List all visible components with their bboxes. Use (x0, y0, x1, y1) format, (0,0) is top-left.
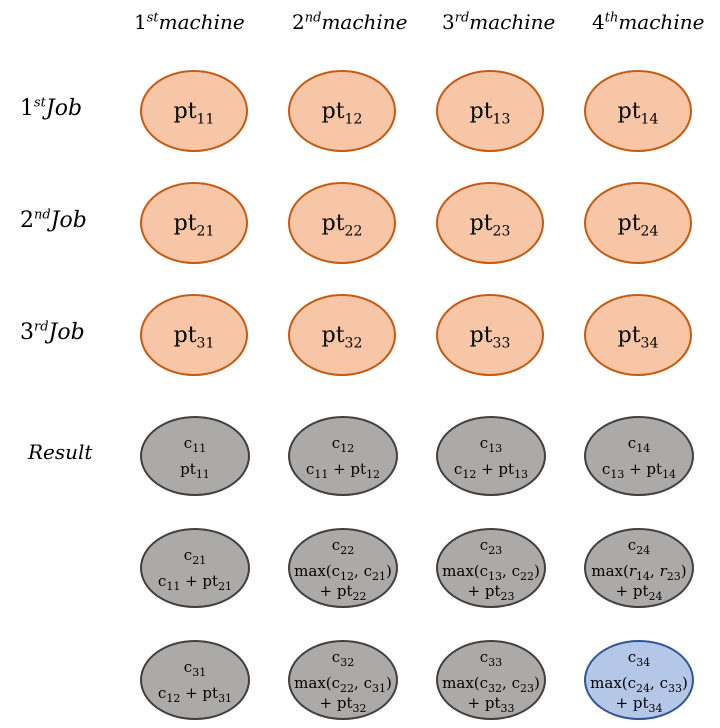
processing-time-node-23: pt23 (436, 182, 544, 264)
processing-time-label: pt21 (173, 210, 215, 239)
processing-time-node-32: pt32 (288, 294, 396, 376)
processing-time-label: pt24 (617, 210, 659, 239)
completion-time-label: c22 (331, 536, 355, 557)
completion-time-label: c34 (627, 648, 651, 669)
completion-time-formula: c12 + pt13 (453, 460, 529, 481)
processing-time-label: pt33 (469, 322, 511, 351)
completion-time-formula: c11 + pt21 (157, 572, 233, 593)
row-label-result: Result (28, 440, 93, 464)
completion-time-node-21: c21 c11 + pt21 (140, 528, 250, 608)
processing-time-label: pt22 (321, 210, 363, 239)
processing-time-node-14: pt14 (584, 70, 692, 152)
completion-time-label: c11 (183, 434, 207, 455)
completion-time-node-32: c32 max(c22, c31)+ pt32 (288, 640, 398, 720)
column-header-machine-4: 4thmachine (592, 10, 705, 34)
completion-time-label: c12 (331, 434, 355, 455)
completion-time-label: c13 (479, 434, 503, 455)
processing-time-node-34: pt34 (584, 294, 692, 376)
row-label-job-3: 3rdJob (20, 319, 85, 345)
completion-time-formula: max(c24, c33) (590, 674, 688, 695)
row-label-job-2: 2ndJob (20, 207, 87, 233)
processing-time-label: pt31 (173, 322, 215, 351)
completion-time-formula: + pt22 (319, 582, 367, 603)
column-header-machine-2: 2ndmachine (292, 10, 408, 34)
completion-time-formula: + pt24 (615, 582, 663, 603)
completion-time-label: c23 (479, 536, 503, 557)
completion-time-node-23: c23 max(c13, c22)+ pt23 (436, 528, 546, 608)
processing-time-node-13: pt13 (436, 70, 544, 152)
processing-time-node-21: pt21 (140, 182, 248, 264)
completion-time-formula: c13 + pt14 (601, 460, 677, 481)
completion-time-formula: + pt23 (467, 582, 515, 603)
completion-time-formula: max(c13, c22) (442, 562, 540, 583)
completion-time-label: c21 (183, 546, 207, 567)
processing-time-label: pt23 (469, 210, 511, 239)
completion-time-formula: c11 + pt12 (305, 460, 381, 481)
processing-time-label: pt32 (321, 322, 363, 351)
processing-time-node-24: pt24 (584, 182, 692, 264)
completion-time-formula: c12 + pt31 (157, 684, 233, 705)
completion-time-formula: max(c12, c21) (294, 562, 392, 583)
completion-time-node-14: c14 c13 + pt14 (584, 416, 694, 496)
processing-time-label: pt11 (173, 98, 215, 127)
processing-time-node-33: pt33 (436, 294, 544, 376)
column-header-machine-1: 1stmachine (134, 10, 245, 34)
completion-time-label: c32 (331, 648, 355, 669)
completion-time-formula: max(𝑟14, 𝑟23) (591, 562, 687, 583)
row-label-job-1: 1stJob (20, 95, 83, 121)
completion-time-label: c31 (183, 658, 207, 679)
completion-time-formula: max(c22, c31) (294, 674, 392, 695)
completion-time-formula: + pt32 (319, 694, 367, 715)
processing-time-label: pt13 (469, 98, 511, 127)
completion-time-node-24: c24 max(𝑟14, 𝑟23)+ pt24 (584, 528, 694, 608)
completion-time-formula: + pt34 (615, 694, 663, 715)
completion-time-node-13: c13 c12 + pt13 (436, 416, 546, 496)
completion-time-formula: max(c32, c23) (442, 674, 540, 695)
processing-time-label: pt12 (321, 98, 363, 127)
completion-time-node-22: c22 max(c12, c21)+ pt22 (288, 528, 398, 608)
processing-time-node-31: pt31 (140, 294, 248, 376)
completion-time-node-11: c11 pt11 (140, 416, 250, 496)
completion-time-node-33: c33 max(c32, c23)+ pt33 (436, 640, 546, 720)
completion-time-label: c14 (627, 434, 651, 455)
completion-time-node-12: c12 c11 + pt12 (288, 416, 398, 496)
completion-time-label: c24 (627, 536, 651, 557)
processing-time-label: pt34 (617, 322, 659, 351)
column-header-machine-3: 3rdmachine (442, 10, 556, 34)
completion-time-formula: + pt33 (467, 694, 515, 715)
processing-time-node-12: pt12 (288, 70, 396, 152)
completion-time-node-31: c31 c12 + pt31 (140, 640, 250, 720)
processing-time-node-22: pt22 (288, 182, 396, 264)
completion-time-formula: pt11 (180, 460, 210, 481)
processing-time-label: pt14 (617, 98, 659, 127)
completion-time-node-34: c34 max(c24, c33)+ pt34 (584, 640, 694, 720)
completion-time-label: c33 (479, 648, 503, 669)
processing-time-node-11: pt11 (140, 70, 248, 152)
